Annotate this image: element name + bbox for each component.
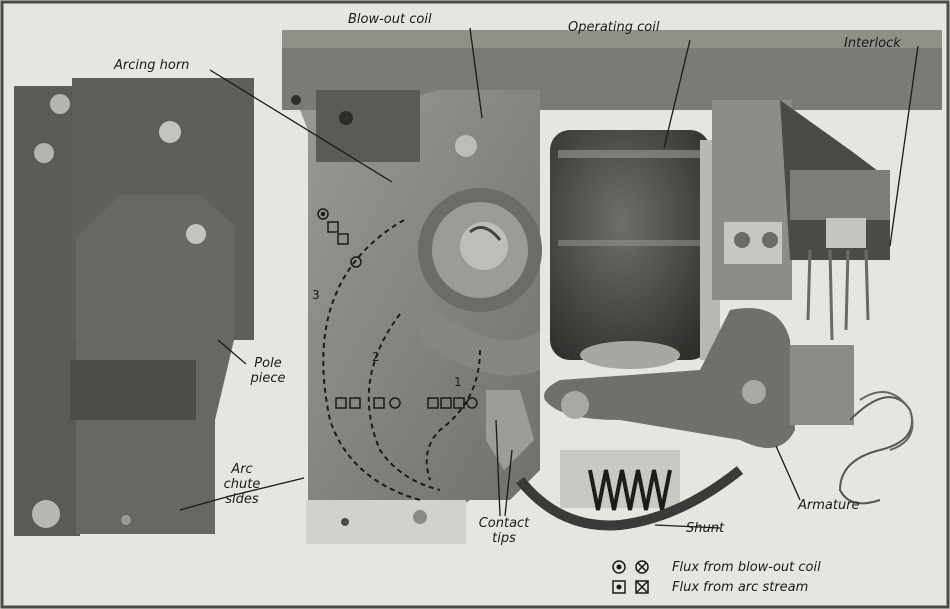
bolt [159, 121, 181, 143]
label-contact-tips-line2: tips [492, 531, 516, 546]
arc-path-2 [367, 313, 441, 491]
legend-blowout-flux: Flux from blow-out coil [672, 560, 821, 575]
armature-body [544, 308, 854, 448]
label-interlock: Interlock [844, 36, 901, 51]
label-operating-coil: Operating coil [568, 20, 660, 35]
contact-tips [486, 390, 534, 470]
label-arc-chute-sides: Arc chute sides [210, 462, 274, 507]
arc-paths [322, 219, 481, 501]
label-pole-piece-line2: piece [250, 371, 286, 386]
bolt [186, 224, 206, 244]
label-arc-chute-line2: chute [223, 477, 261, 492]
operating-coil-body [550, 130, 720, 369]
legend-symbols [612, 560, 649, 594]
arc-position-1: 1 [454, 375, 462, 389]
label-pole-piece: Pole piece [240, 356, 296, 386]
arc-path-1 [425, 349, 481, 481]
label-contact-tips: Contact tips [468, 516, 540, 546]
label-pole-piece-line1: Pole [254, 356, 282, 371]
bolt [50, 94, 70, 114]
dot-in-square-icon [612, 580, 649, 594]
label-arc-chute-line1: Arc [231, 462, 253, 477]
pole-piece-plate [14, 78, 254, 536]
arc-path-3 [322, 219, 421, 501]
bolt [34, 143, 54, 163]
label-shunt: Shunt [686, 521, 725, 536]
dot-in-circle-icon [612, 560, 649, 574]
label-contact-tips-line1: Contact [478, 516, 530, 531]
flux-markers [317, 208, 478, 409]
label-blowout-coil: Blow-out coil [348, 12, 432, 27]
legend-arc-flux: Flux from arc stream [672, 580, 809, 595]
spring [560, 450, 680, 511]
shunt-braid [516, 466, 744, 531]
leader-lines [179, 27, 919, 529]
label-armature: Armature [798, 498, 860, 513]
bolt [32, 500, 60, 528]
interlock-assembly [780, 100, 890, 341]
arc-position-2: 2 [372, 350, 380, 364]
arc-position-3: 3 [312, 288, 320, 302]
blowout-coil-body [418, 188, 542, 312]
label-arcing-horn: Arcing horn [114, 58, 190, 73]
lead-wires [838, 396, 913, 505]
label-arc-chute-line3: sides [225, 492, 259, 507]
